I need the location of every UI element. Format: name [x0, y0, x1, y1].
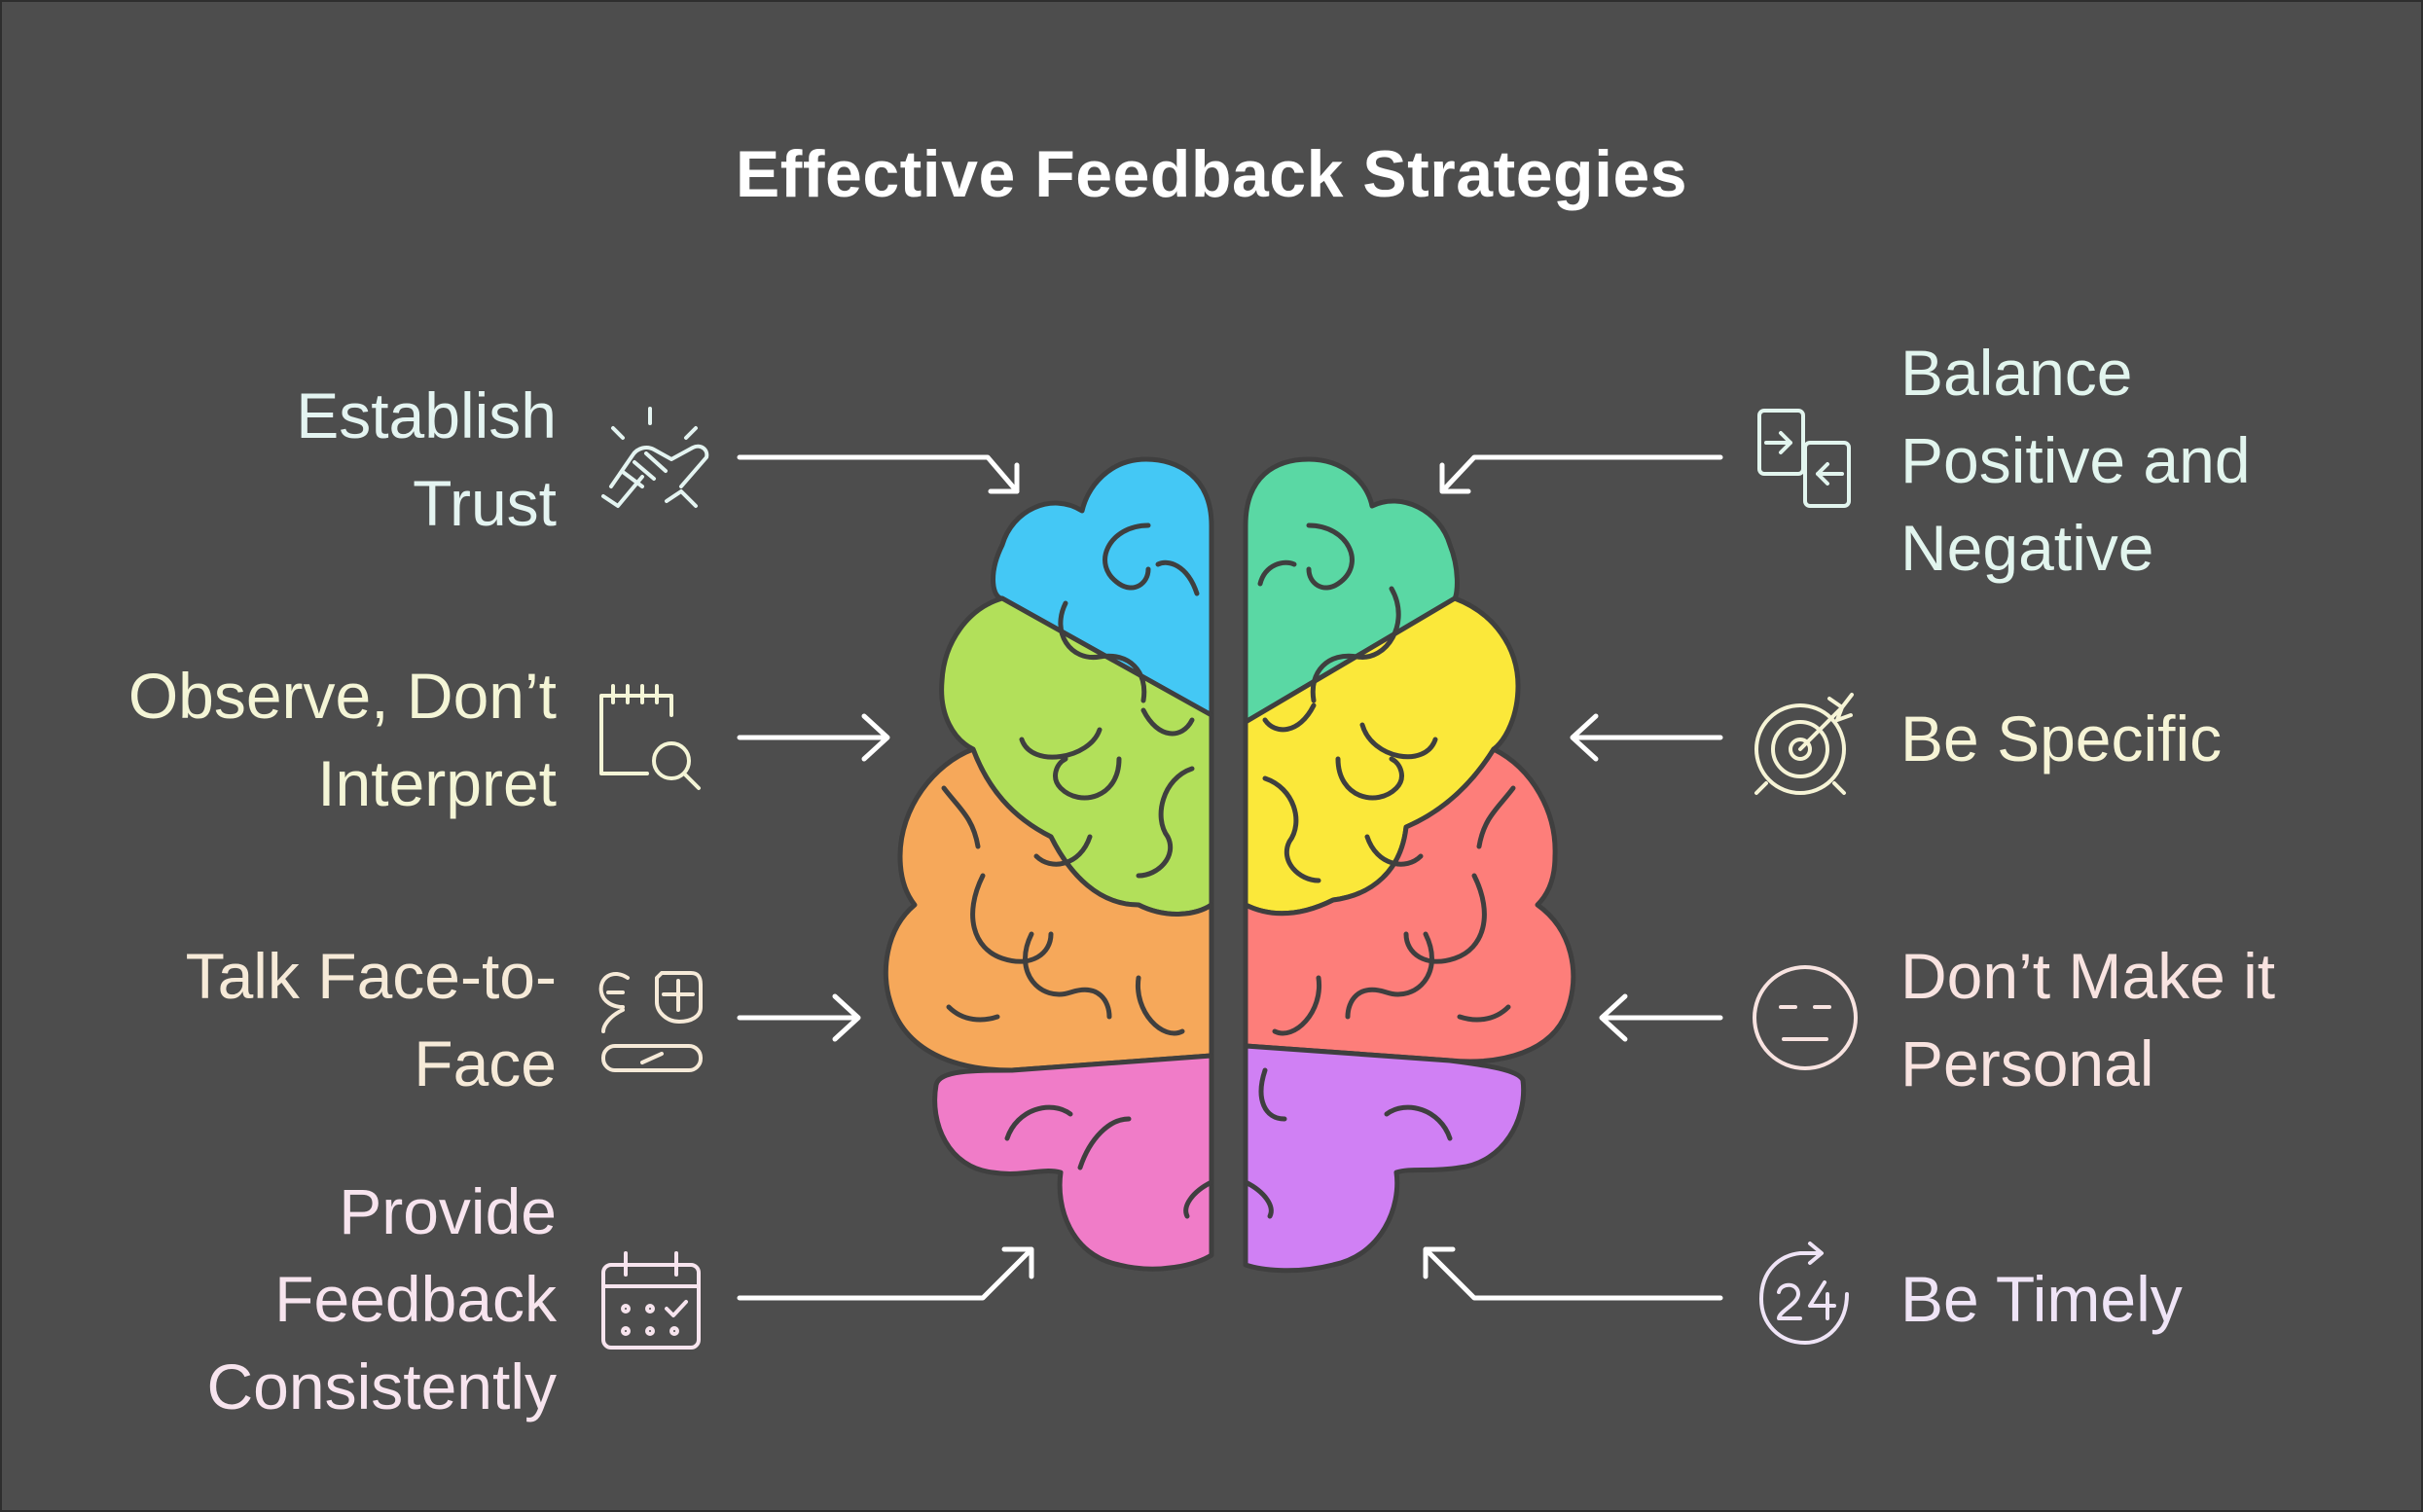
arrow-dont-make-personal	[1599, 993, 1723, 1042]
label-provide-feedback-consistently: Provide Feedback Consistently	[206, 1175, 558, 1422]
calendar-check-icon	[601, 1251, 701, 1350]
label-balance-positive-negative: Balance Positive and Negative	[1900, 337, 2251, 584]
arrow-be-timely	[1423, 1246, 1723, 1301]
arrow-talk-face-to-face	[737, 993, 861, 1042]
calendar-search-icon	[599, 684, 701, 790]
target-arrow-icon	[1754, 693, 1854, 795]
arrow-be-specific	[1570, 713, 1723, 762]
brain-left-hemisphere	[883, 456, 1214, 1272]
brain-lobe-purple	[1243, 1043, 1527, 1274]
exchange-arrows-icon	[1757, 409, 1851, 508]
neutral-face-icon	[1753, 965, 1858, 1070]
label-dont-make-it-personal: Don’t Make it Personal	[1900, 940, 2276, 1099]
label-establish-trust: Establish Trust	[296, 379, 557, 539]
brain-lobe-red	[1243, 746, 1576, 1064]
label-observe-dont-interpret: Observe, Don’t Interpret	[127, 660, 557, 819]
arrow-establish-trust-head	[988, 462, 1020, 494]
face-to-face-icon	[598, 971, 703, 1072]
arrow-provide-feedback	[737, 1246, 1034, 1301]
arrow-balance	[1439, 454, 1723, 494]
clock-24-icon	[1759, 1242, 1849, 1345]
brain-lobe-pink	[932, 1053, 1214, 1272]
brain-lobe-orange	[883, 746, 1214, 1073]
connector-arrows	[737, 454, 1723, 1301]
diagram-title: Effective Feedback Strategies	[735, 137, 1688, 211]
label-talk-face-to-face: Talk Face-to- Face	[185, 940, 557, 1099]
arrow-observe	[737, 713, 890, 762]
brain-lobe-teal	[1243, 456, 1460, 725]
handshake-icon	[601, 407, 709, 508]
label-be-timely: Be Timely	[1900, 1263, 2183, 1335]
label-be-specific: Be Specific	[1900, 702, 2223, 774]
brain-lobe-blue	[991, 456, 1214, 718]
brain-right-hemisphere	[1243, 456, 1576, 1274]
arrow-establish-trust	[737, 454, 1020, 494]
